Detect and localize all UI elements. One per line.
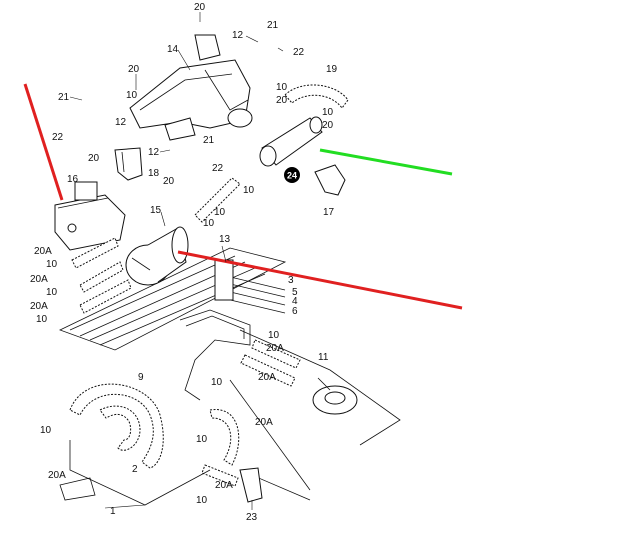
part-label: 10 — [46, 259, 58, 270]
part-label: 20A — [30, 301, 48, 312]
part-label: 10 — [40, 425, 52, 436]
part-label: 20 — [276, 95, 288, 106]
part-label: 10 — [268, 330, 280, 341]
hose-9 — [69, 383, 164, 469]
part-label: 13 — [219, 234, 231, 245]
part-label: 9 — [138, 372, 144, 383]
part-label: 1 — [110, 506, 116, 517]
annotation-green-line — [319, 148, 453, 176]
part-label: 20A — [48, 470, 66, 481]
part-label: 10 — [214, 207, 226, 218]
part-label: 21 — [58, 92, 70, 103]
pump-badge — [284, 167, 300, 183]
part-label: 20A — [34, 246, 52, 257]
part-label: 11 — [318, 352, 329, 363]
canister-housing — [54, 181, 126, 251]
part-label: 10 — [46, 287, 58, 298]
tank-connector — [312, 377, 358, 415]
annotation-red-line-left — [23, 83, 64, 201]
part-label: 17 — [323, 207, 335, 218]
part-label: 16 — [67, 174, 79, 185]
part-label: 22 — [293, 47, 305, 58]
part-label: 23 — [246, 512, 258, 523]
fuel-filter — [125, 226, 189, 286]
hose-7 — [194, 177, 241, 223]
part-label: 10 — [196, 495, 208, 506]
part-label: 10 — [126, 90, 138, 101]
part-label: 20 — [163, 176, 175, 187]
pump-badge-label: 24 — [287, 171, 297, 181]
part-label: 10 — [196, 434, 208, 445]
part-label: 10 — [276, 82, 288, 93]
mounting-bracket — [129, 34, 253, 141]
heat-shield — [314, 164, 346, 196]
hose-19 — [284, 84, 349, 109]
hose-bundle-left — [71, 237, 132, 314]
part-label: 21 — [267, 20, 279, 31]
part-label: 10 — [203, 218, 215, 229]
return-pipe — [179, 309, 251, 401]
part-label: 22 — [52, 132, 64, 143]
part-label: 20A — [266, 343, 284, 354]
leader-lines — [69, 12, 284, 510]
part-label: 10 — [243, 185, 255, 196]
part-label: 15 — [150, 205, 162, 216]
part-label: 10 — [36, 314, 48, 325]
hose-lower-right — [201, 409, 240, 487]
fuel-rails — [214, 259, 286, 314]
part-label: 12 — [148, 147, 160, 158]
part-label: 10 — [211, 377, 223, 388]
part-label: 18 — [148, 168, 160, 179]
fuel-pump — [259, 116, 323, 167]
part-label: 6 — [292, 306, 298, 317]
part-label: 20A — [255, 417, 273, 428]
part-label: 21 — [203, 135, 215, 146]
part-label: 12 — [115, 117, 127, 128]
part-label: 2 — [132, 464, 138, 475]
part-label: 5 — [292, 287, 298, 298]
part-label: 4 — [292, 296, 298, 307]
base-frame — [59, 440, 211, 506]
annotation-red-line-right — [177, 250, 463, 310]
hoses-right — [240, 339, 301, 387]
part-label: 20 — [128, 64, 140, 75]
clip-23 — [239, 467, 263, 503]
hose-8 — [99, 405, 141, 451]
part-label: 19 — [326, 64, 338, 75]
part-label: 20 — [194, 2, 206, 13]
part-label: 20 — [322, 120, 334, 131]
part-label: 10 — [322, 107, 334, 118]
part-label: 12 — [232, 30, 244, 41]
part-labels: 20 14 12 21 22 20 21 10 12 22 20 12 21 2… — [30, 2, 338, 523]
part-label: 3 — [288, 275, 294, 286]
part-label: 20A — [215, 480, 233, 491]
part-label: 20A — [258, 372, 276, 383]
part-label: 22 — [212, 163, 224, 174]
part-label: 20A — [30, 274, 48, 285]
part-label: 20 — [88, 153, 100, 164]
part-label: 14 — [167, 44, 179, 55]
bracket-18 — [114, 147, 143, 181]
